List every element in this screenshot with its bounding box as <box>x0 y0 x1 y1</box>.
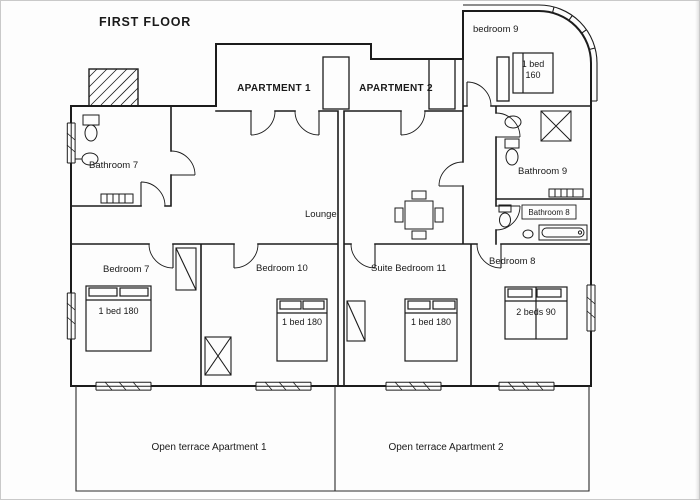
windows <box>66 122 596 391</box>
terrace2-label: Open terrace Apartment 2 <box>388 442 504 453</box>
room-label-bedroom9: bedroom 9 <box>473 24 519 35</box>
bed-label-bedroom9: 1 bed 160 <box>521 59 545 81</box>
room-label-bedroom10: Bedroom 10 <box>256 263 308 274</box>
wardrobes <box>175 247 366 376</box>
dining-set <box>394 190 444 240</box>
bed-label-bedroom8: 2 beds 90 <box>516 307 556 317</box>
page-title: FIRST FLOOR <box>99 15 192 29</box>
terrace1-label: Open terrace Apartment 1 <box>151 442 267 453</box>
bathroom8-label-box <box>521 204 577 220</box>
bathroom8-fixtures <box>498 204 588 241</box>
room-label-bathroom8: Bathroom 8 <box>528 208 570 217</box>
corridor-closets <box>322 56 510 110</box>
bed-label-suite-bedroom11: 1 bed 180 <box>410 317 452 327</box>
bathroom7-fixtures <box>75 114 134 204</box>
outer-curved-wall <box>463 4 598 102</box>
perimeter-walls <box>70 10 592 387</box>
room-label-bedroom8: Bedroom 8 <box>489 256 536 267</box>
bed-label-bedroom10: 1 bed 180 <box>281 317 323 327</box>
terrace-outline <box>75 386 590 492</box>
beds <box>85 52 568 362</box>
room-label-bathroom9: Bathroom 9 <box>518 166 568 177</box>
interior-walls <box>70 58 592 387</box>
room-label-bathroom7: Bathroom 7 <box>89 160 139 171</box>
apartment2-label: APARTMENT 2 <box>359 83 433 94</box>
room-label-suite-bedroom11: Suite Bedroom 11 <box>371 263 447 274</box>
room-label-bedroom7: Bedroom 7 <box>103 264 150 275</box>
staircase <box>88 68 139 107</box>
bed-label-bedroom7: 1 bed 180 <box>98 306 139 316</box>
doors <box>140 81 521 269</box>
bathroom9-fixtures <box>504 110 584 198</box>
room-label-lounge: Lounge <box>305 209 337 220</box>
apartment1-label: APARTMENT 1 <box>237 83 311 94</box>
